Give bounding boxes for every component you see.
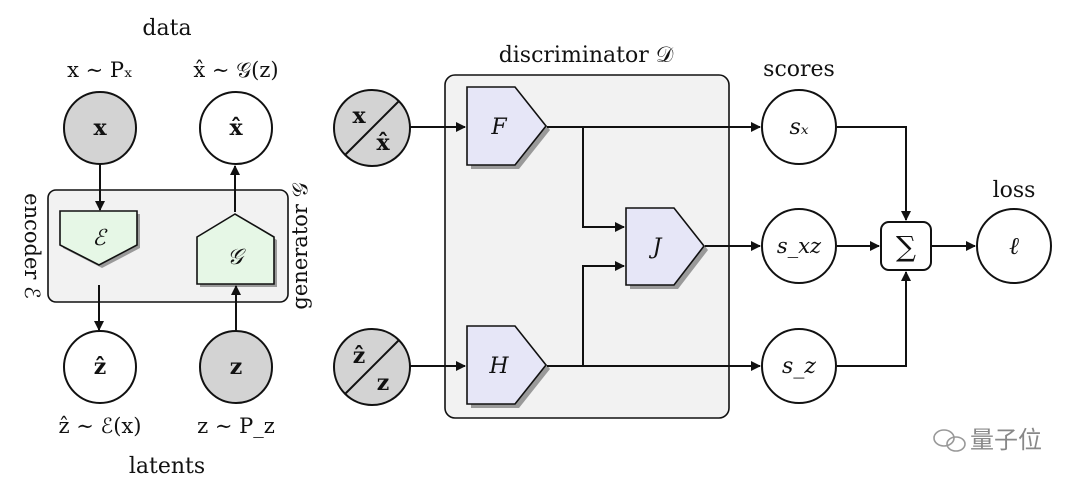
score-z-label: s_z <box>782 354 816 379</box>
watermark-text: 量子位 <box>970 426 1042 454</box>
arrow-h-to-j <box>582 261 625 366</box>
arrow-sz-to-sum <box>837 271 911 367</box>
generator-symbol: 𝒢 <box>227 245 246 270</box>
encoder-shape <box>59 210 138 266</box>
score-xz-node <box>761 208 837 284</box>
zhat-distribution-label: ẑ ∼ ℰ(x) <box>59 414 142 438</box>
loss-label: loss <box>993 178 1036 203</box>
input-bottom-a: ẑ <box>353 343 366 369</box>
latents-footer: latents <box>129 454 205 479</box>
watermark: 量子位 <box>933 426 1042 454</box>
sum-box <box>880 221 932 271</box>
f-block-label: F <box>490 115 507 140</box>
zhat-node-label: ẑ <box>94 354 107 380</box>
j-block <box>625 207 706 286</box>
score-xz-label: s_xz <box>777 234 822 258</box>
x-distribution-label: x ∼ Pₓ <box>67 58 133 82</box>
h-block-label: H <box>488 354 509 379</box>
h-block <box>466 325 548 405</box>
zhat-latent-node <box>63 330 137 404</box>
discriminator-label: discriminator 𝒟 <box>499 43 674 68</box>
encoder-symbol: ℰ <box>92 226 108 251</box>
sum-symbol: ∑ <box>896 230 916 263</box>
xhat-node-label: x̂ <box>229 115 243 141</box>
f-block <box>466 86 548 166</box>
score-x-node <box>761 89 837 165</box>
input-bottom-b: z <box>377 370 390 396</box>
xhat-distribution-label: x̂ ∼ 𝒢(z) <box>193 58 278 82</box>
z-distribution-label: z ∼ P_z <box>197 414 275 438</box>
score-z-node <box>761 328 837 404</box>
input-x-xhat-divider <box>344 100 400 156</box>
x-node-label: x <box>93 115 107 141</box>
loss-node <box>976 208 1052 284</box>
j-block-label: J <box>649 235 663 260</box>
encoder-label: encoder ℰ <box>20 193 44 299</box>
score-x-label: sₓ <box>789 115 808 140</box>
wechat-icon <box>933 429 966 452</box>
arrow-sx-to-sum <box>837 126 911 221</box>
xhat-generated-node <box>199 91 273 165</box>
arrow-f-to-j <box>582 127 625 232</box>
loss-symbol: ℓ <box>1009 232 1019 260</box>
input-zhat-z-divider <box>344 339 400 395</box>
generator-label: generator 𝒢 <box>288 182 312 309</box>
generator-shape <box>196 213 275 285</box>
input-top-a: x <box>352 103 366 129</box>
input-top-b: x̂ <box>376 130 390 156</box>
data-header: data <box>142 16 191 41</box>
z-node-label: z <box>230 354 243 380</box>
scores-label: scores <box>763 57 835 82</box>
